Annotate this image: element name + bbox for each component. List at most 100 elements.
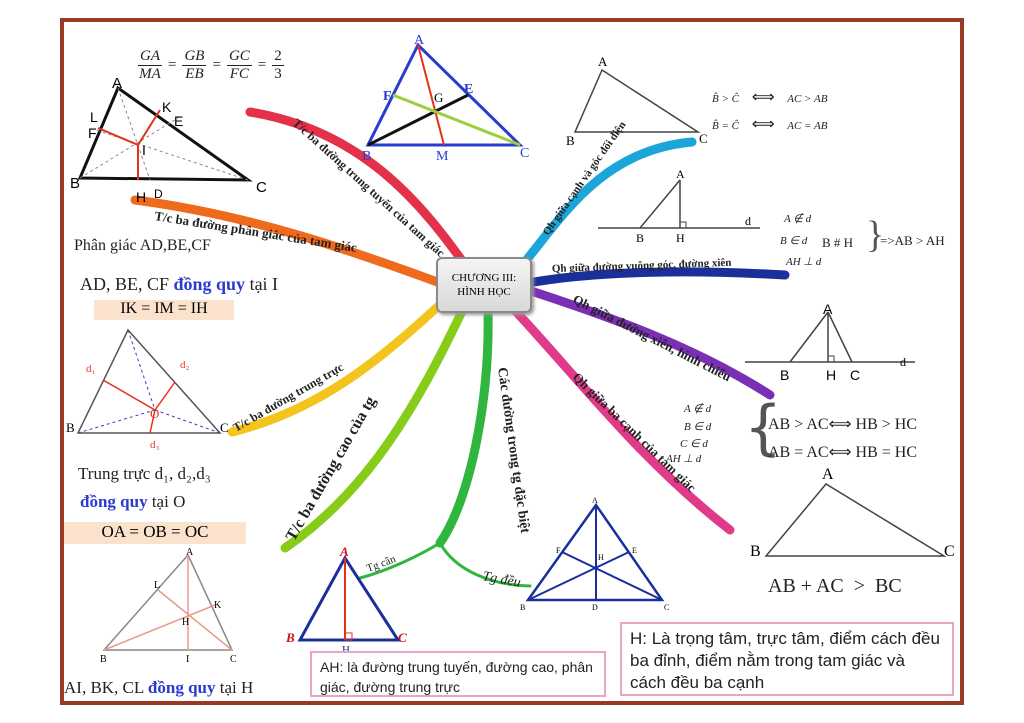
perp-rel-c1: A ∉ d: [784, 213, 812, 225]
pb-label-d3: d₃: [150, 439, 160, 451]
iso-label-h: H: [342, 644, 350, 656]
branch-label-perp: T/c ba đường trung trực: [231, 360, 347, 435]
po-label-h: H: [676, 231, 685, 245]
median-label-f: F: [383, 89, 392, 104]
median-triangle-figure: [365, 42, 524, 147]
as-r2-right: AC = AB: [787, 120, 828, 132]
label-f: F: [88, 125, 97, 141]
label-e: E: [174, 113, 183, 129]
as-r2-left: B̂ = Ĉ: [712, 120, 739, 132]
alt-label-h: H: [182, 617, 189, 628]
perp-rel-c3: B # H: [822, 235, 854, 250]
bisector-equality: IK = IM = IH: [94, 300, 234, 320]
eq-label-d: D: [592, 603, 598, 612]
bisector-title: Phân giác AD,BE,CF: [74, 237, 211, 254]
frac-d3: FC: [229, 66, 249, 82]
frac-d2: EB: [185, 66, 204, 82]
label-d: D: [154, 187, 163, 201]
proj-rel-c1: A ∉ d: [684, 403, 712, 415]
iso-label-a: A: [339, 544, 349, 559]
median-label-b: B: [362, 149, 371, 164]
median-label-e: E: [464, 82, 473, 97]
pb-label-o: O: [150, 406, 159, 421]
po-label-a: A: [676, 167, 685, 181]
po-label-b: B: [636, 231, 644, 245]
perp-concurrency-bold: đồng quy: [80, 492, 148, 511]
branch-isosceles: [358, 541, 442, 580]
equilateral-triangle-figure: [525, 502, 665, 602]
center-title-line1: CHƯƠNG III:: [451, 272, 517, 284]
po-label-d: d: [745, 214, 751, 228]
eq-label-f: F: [556, 546, 561, 555]
label-b: B: [70, 175, 80, 192]
eq-label-b: B: [520, 603, 525, 612]
alt-label-i: I: [186, 654, 189, 665]
op-label-c: C: [850, 367, 860, 383]
branch-medians: [245, 107, 475, 277]
iso-label-b: B: [285, 630, 295, 645]
as-r1-right: AC > AB: [787, 93, 828, 105]
label-h: H: [136, 189, 146, 205]
label-i: I: [142, 142, 146, 158]
perp-oblique-figure: [598, 179, 760, 229]
op-label-b: B: [780, 367, 789, 383]
proj-rel-r1: AB > AC⟺ HB > HC: [768, 416, 918, 433]
proj-rel-r2: AB = AC⟺ HB = HC: [768, 444, 918, 461]
alt-label-k: K: [214, 600, 222, 611]
branch-equilateral: [438, 541, 532, 588]
alt-label-b: B: [100, 654, 107, 665]
isosceles-triangle-figure: [297, 555, 401, 642]
branch-perp-bisectors: [227, 295, 450, 437]
median-label-c: C: [520, 146, 529, 161]
note-equilateral: H: Là trọng tâm, trực tâm, điểm cách đều…: [620, 622, 954, 696]
pb-label-d2: d₂: [180, 359, 190, 371]
op-label-d: d: [900, 355, 906, 369]
angle-side-relation-1: B̂ > Ĉ ⟺ AC > AB: [712, 87, 827, 107]
frac-d4: 3: [274, 66, 282, 82]
bisector-concurrency: AD, BE, CF đồng quy tại I: [80, 274, 278, 295]
as-label-a: A: [598, 54, 608, 69]
perp-rel-brace: }: [866, 214, 885, 256]
median-label-g: G: [434, 90, 443, 105]
alt-label-a: A: [186, 547, 194, 558]
triangle-inequality: AB + AC > BC: [768, 575, 902, 597]
bisector-triangle-figure: [77, 85, 253, 182]
frac-n2: GB: [182, 48, 207, 66]
bisector-concurrency-pre: AD, BE, CF: [80, 274, 174, 294]
eq-label-a: A: [592, 496, 598, 505]
altitude-concurrency-post: tại H: [215, 678, 254, 697]
altitude-concurrency: AI, BK, CL đồng quy tại H: [64, 678, 253, 698]
branch-label-equilateral: Tg đều: [481, 569, 522, 590]
as-label-c: C: [699, 131, 708, 146]
perp-equality: OA = OB = OC: [64, 522, 246, 544]
note-isosceles: AH: là đường trung tuyến, đường cao, phâ…: [310, 651, 606, 697]
branch-angle-side: [515, 137, 697, 273]
op-label-a: A: [823, 301, 833, 317]
branch-altitudes: [280, 300, 470, 553]
perp-title: Trung trực d₁, d₂,d₃: [78, 464, 211, 483]
as-r1-arrow: ⟺: [751, 89, 775, 106]
label-c: C: [256, 179, 267, 196]
note-equilateral-text: H: Là trọng tâm, trực tâm, điểm cách đều…: [630, 629, 940, 692]
perp-rel-c2: B ∈ d: [780, 235, 808, 247]
bisector-concurrency-post: tại I: [245, 274, 279, 294]
branch-triangle-sides: [505, 300, 735, 535]
pb-label-c: C: [220, 420, 229, 435]
proj-rel-c3: C ∈ d: [680, 438, 708, 450]
ti-label-c: C: [944, 543, 955, 560]
bisector-concurrency-bold: đồng quy: [173, 274, 246, 294]
frac-n4: 2: [272, 48, 284, 66]
pb-label-b: B: [66, 420, 75, 435]
altitude-triangle-figure: [102, 553, 234, 651]
frac-n3: GC: [226, 48, 252, 66]
branch-label-oblique-proj: Qh giữa đường xiên, hình chiếu: [571, 291, 734, 384]
alt-label-c: C: [230, 654, 237, 665]
eq-label-e: E: [632, 546, 637, 555]
as-label-b: B: [566, 133, 575, 148]
median-label-a: A: [414, 33, 425, 48]
ti-label-b: B: [750, 543, 761, 560]
label-l: L: [90, 109, 98, 125]
angle-side-relation-2: B̂ = Ĉ ⟺ AC = AB: [712, 114, 827, 134]
note-isosceles-text: AH: là đường trung tuyến, đường cao, phâ…: [320, 659, 593, 695]
